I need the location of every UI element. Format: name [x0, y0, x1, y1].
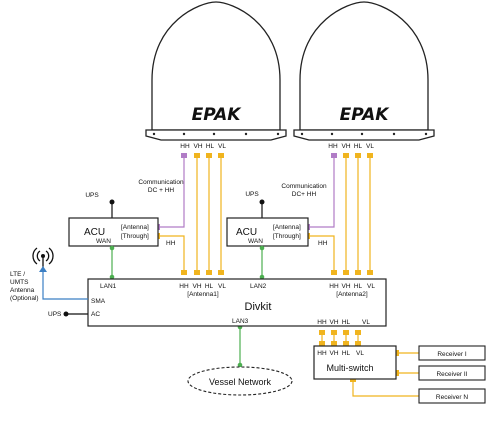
antenna-port-label: VL: [218, 143, 226, 150]
acu-through-port: [Through]: [121, 233, 149, 240]
lte-label: UMTS: [10, 279, 29, 286]
divkit-port-label: VL: [218, 283, 226, 290]
antenna-2: EPAK HH VH HL VL: [293, 1, 435, 150]
antenna-logo: EPAK: [192, 105, 243, 125]
receivers: Receiver I Receiver II Receiver N: [418, 345, 486, 404]
antenna-1: EPAK HH VH HL VL: [145, 1, 287, 150]
receiver-label: Receiver II: [436, 371, 467, 378]
acu-2: UPS ACU WAN [Antenna] [Through] HH: [226, 191, 328, 247]
acu-antenna-port: [Antenna]: [121, 224, 149, 231]
antenna-port-label: VH: [193, 143, 202, 150]
divkit-out-port-label: HL: [342, 319, 351, 326]
ups-divkit: UPS: [48, 311, 88, 318]
divkit: Divkit LAN1 LAN2 LAN3 SMA AC HH VH HL VL…: [87, 278, 387, 327]
acu-1: UPS ACU WAN [Antenna] [Through] HH: [68, 192, 176, 247]
lte-label: (Optional): [10, 295, 39, 302]
lan3-label: LAN3: [232, 318, 249, 325]
antenna-port-label: VH: [341, 143, 350, 150]
acu-antenna-port: [Antenna]: [273, 224, 301, 231]
lte-antenna: LTE / UMTS Antenna (Optional): [10, 247, 88, 302]
ms-port-label: VH: [329, 350, 338, 357]
lan2-label: LAN2: [250, 283, 267, 290]
acu-title: ACU: [84, 227, 105, 238]
hh-label: HH: [318, 240, 328, 247]
lte-label: Antenna: [10, 287, 35, 294]
antenna-port-label: HL: [354, 143, 363, 150]
divkit-out-port-label: HH: [317, 319, 327, 326]
comm-label: Communication: [138, 179, 184, 186]
divkit-port-label: VL: [367, 283, 375, 290]
comm-label: DC + HH: [148, 187, 174, 194]
antenna2-group-label: [Antenna2]: [336, 291, 368, 298]
divkit-title: Divkit: [245, 301, 272, 313]
divkit-port-label: VH: [192, 283, 201, 290]
comm-label: DC+ HH: [292, 191, 317, 198]
antenna-port-label: HL: [206, 143, 215, 150]
divkit-out-port-label: VH: [329, 319, 338, 326]
divkit-port-label: HH: [329, 283, 339, 290]
antenna-port-label: VL: [366, 143, 374, 150]
acu-through-port: [Through]: [273, 233, 301, 240]
sma-label: SMA: [91, 298, 106, 305]
divkit-out-port-label: VL: [362, 319, 370, 326]
receiver-label: Receiver N: [436, 394, 468, 401]
antenna-port-label: HH: [328, 143, 338, 150]
ms-port-label: HH: [317, 350, 327, 357]
ups-label: UPS: [48, 311, 62, 318]
antenna1-group-label: [Antenna1]: [187, 291, 219, 298]
multi-switch: HH VH HL VL Multi-switch: [313, 345, 397, 380]
comm-label: Communication: [281, 183, 327, 190]
ms-port-label: VL: [356, 350, 364, 357]
vessel-network-label: Vessel Network: [209, 377, 272, 387]
comm-cables: [158, 156, 335, 228]
antenna-port-label: HH: [180, 143, 190, 150]
divkit-port-label: HL: [205, 283, 214, 290]
lan1-label: LAN1: [100, 283, 117, 290]
acu-title: ACU: [236, 227, 257, 238]
ups-label: UPS: [85, 192, 99, 199]
hh-label: HH: [166, 240, 176, 247]
divkit-port-label: HH: [179, 283, 189, 290]
lte-label: LTE /: [10, 271, 25, 278]
lan-cables: [111, 246, 263, 367]
ac-label: AC: [91, 311, 100, 318]
multi-switch-title: Multi-switch: [326, 363, 373, 373]
divkit-port-label: VH: [341, 283, 350, 290]
ups-label: UPS: [245, 191, 259, 198]
divkit-port-label: HL: [354, 283, 363, 290]
ms-port-label: HL: [342, 350, 351, 357]
antenna-logo: EPAK: [340, 105, 391, 125]
acu-wan-label: WAN: [96, 238, 111, 245]
vessel-network: Vessel Network: [187, 366, 293, 396]
receiver-label: Receiver I: [437, 351, 466, 358]
acu-wan-label: WAN: [248, 238, 263, 245]
